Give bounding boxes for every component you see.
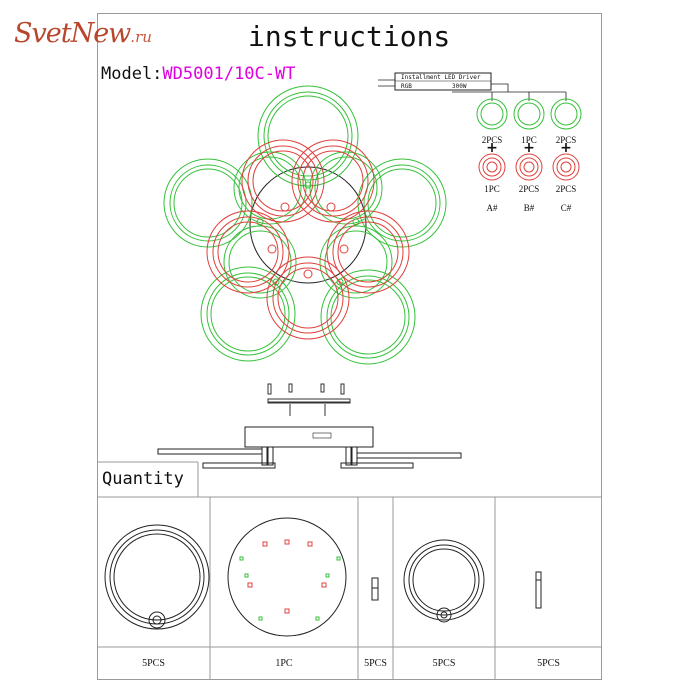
svetnew-logo: SvetNew.ru bbox=[14, 18, 152, 49]
qty-small-connector: 5PCS bbox=[364, 658, 387, 669]
part-small-ring bbox=[403, 539, 485, 623]
plus-b: + bbox=[523, 140, 535, 156]
qty-large-ring: 5PCS bbox=[142, 658, 165, 669]
plus-a: + bbox=[486, 140, 498, 156]
led-driver bbox=[378, 72, 567, 101]
page-title: instructions bbox=[248, 20, 451, 53]
green-count-c: 2PCS bbox=[555, 135, 577, 145]
group-a: A# bbox=[486, 203, 498, 213]
part-small-connector bbox=[371, 577, 379, 601]
wiring-symbols bbox=[476, 98, 582, 181]
plus-c: + bbox=[560, 140, 572, 156]
model-code: WD5001/10C-WT bbox=[162, 64, 296, 84]
instruction-sheet-frame bbox=[97, 13, 602, 680]
qty-small-ring: 5PCS bbox=[432, 658, 456, 669]
part-long-connector bbox=[535, 571, 542, 609]
side-elevation bbox=[157, 426, 462, 469]
mount-points bbox=[256, 181, 360, 286]
red-count-c: 2PCS bbox=[555, 184, 577, 194]
driver-power: 300W bbox=[452, 83, 467, 90]
logo-name: SvetNew bbox=[14, 18, 131, 49]
driver-label: Installment LED Driver bbox=[401, 74, 481, 81]
quantity-parts bbox=[104, 517, 542, 637]
quantity-heading: Quantity bbox=[102, 469, 184, 489]
green-count-a: 2PCS bbox=[481, 135, 503, 145]
group-c: C# bbox=[560, 203, 572, 213]
red-count-b: 2PCS bbox=[518, 184, 540, 194]
model-label: Model: bbox=[101, 64, 163, 84]
part-center-plate bbox=[227, 517, 347, 637]
qty-center-plate: 1PC bbox=[275, 658, 293, 669]
mounting-hardware bbox=[267, 383, 351, 416]
logo-suffix: .ru bbox=[130, 28, 152, 46]
quantity-table bbox=[97, 461, 602, 680]
group-b: B# bbox=[523, 203, 535, 213]
small-green-rings bbox=[223, 151, 393, 299]
qty-long-connector: 5PCS bbox=[537, 658, 560, 669]
part-large-ring bbox=[104, 524, 210, 630]
red-ring-symbols bbox=[478, 153, 580, 181]
driver-rgb: RGB bbox=[401, 83, 412, 90]
model-line: Model:WD5001/10C-WT bbox=[101, 64, 295, 84]
center-plate-outline bbox=[249, 166, 367, 284]
red-count-a: 1PC bbox=[484, 184, 500, 194]
green-count-b: 1PC bbox=[521, 135, 537, 145]
large-green-rings bbox=[163, 85, 447, 365]
green-ring-symbols bbox=[476, 98, 582, 130]
